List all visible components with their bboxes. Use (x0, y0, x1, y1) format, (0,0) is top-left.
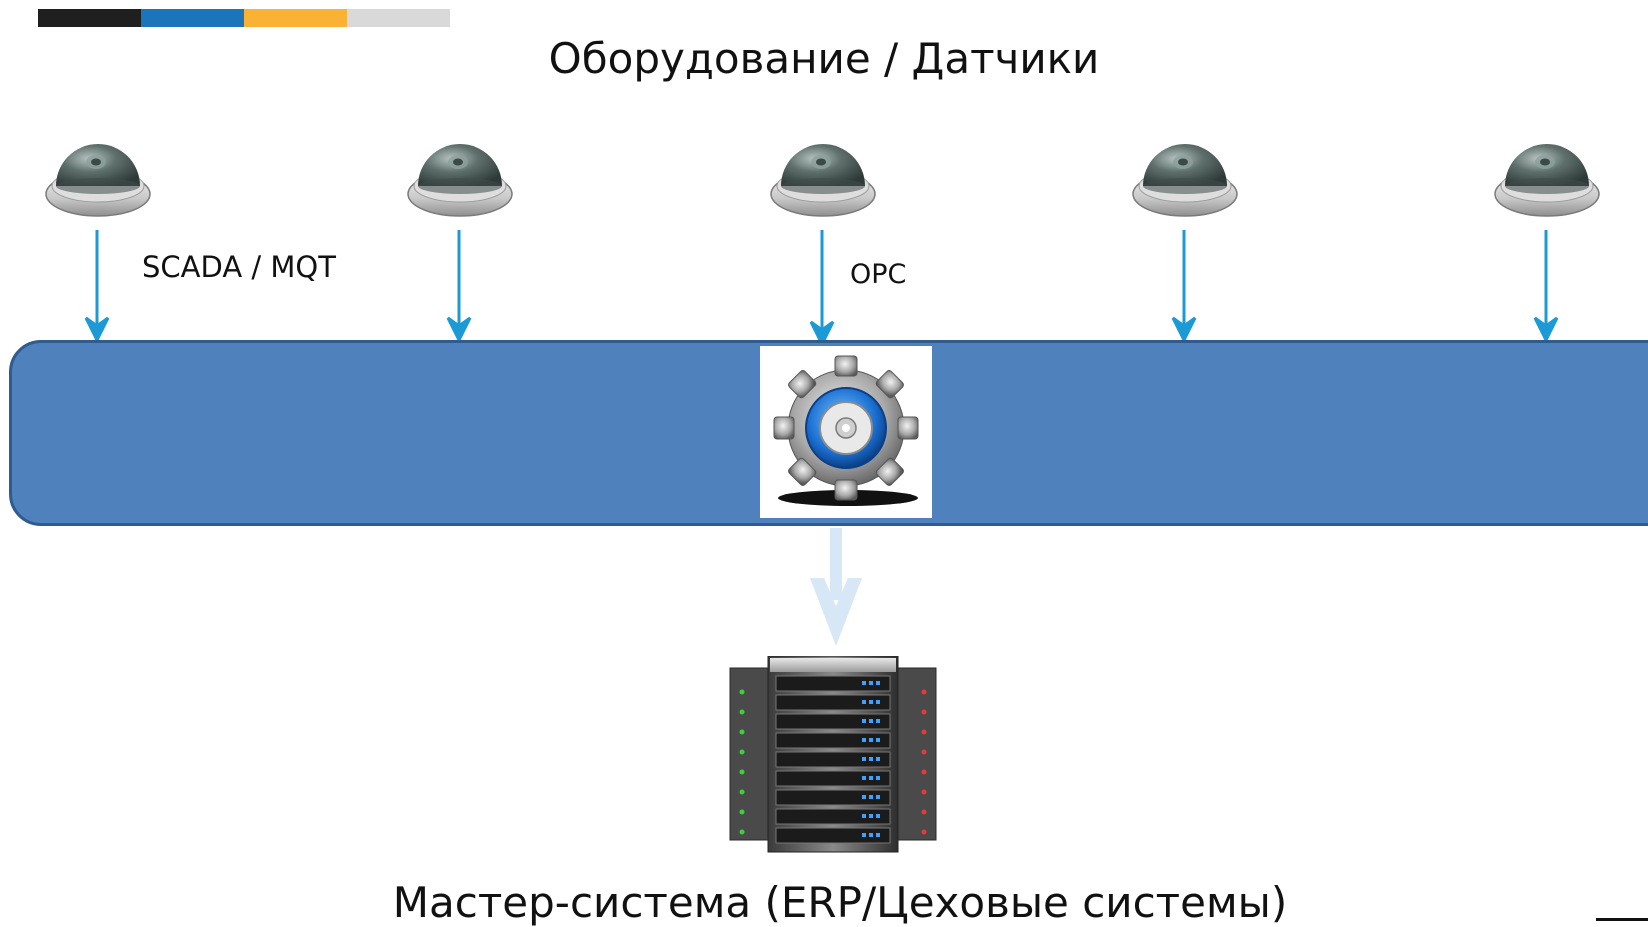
diagram-title: Оборудование / Датчики (548, 34, 1100, 83)
arrow-3-head (809, 320, 835, 348)
brand-color-bar (38, 9, 450, 27)
color-segment-4 (347, 9, 450, 27)
color-segment-1 (38, 9, 141, 27)
arrow-1-head (84, 316, 110, 344)
arrow-4-head (1171, 316, 1197, 344)
color-segment-2 (141, 9, 244, 27)
down-flow-arrow (810, 528, 862, 646)
color-segment-3 (244, 9, 347, 27)
arrow-5-head (1533, 316, 1559, 344)
server-title: Мастер-система (ERP/Цеховые системы) (392, 878, 1288, 927)
server-rack-icon (729, 656, 937, 853)
arrow-2-head (446, 316, 472, 344)
scada-label: SCADA / MQT (142, 250, 336, 284)
edge-mark (1596, 918, 1648, 921)
gear-icon (773, 355, 919, 506)
opc-label: OPC (850, 259, 907, 290)
sensor-arrows (84, 230, 1559, 348)
gear-panel (760, 346, 932, 518)
